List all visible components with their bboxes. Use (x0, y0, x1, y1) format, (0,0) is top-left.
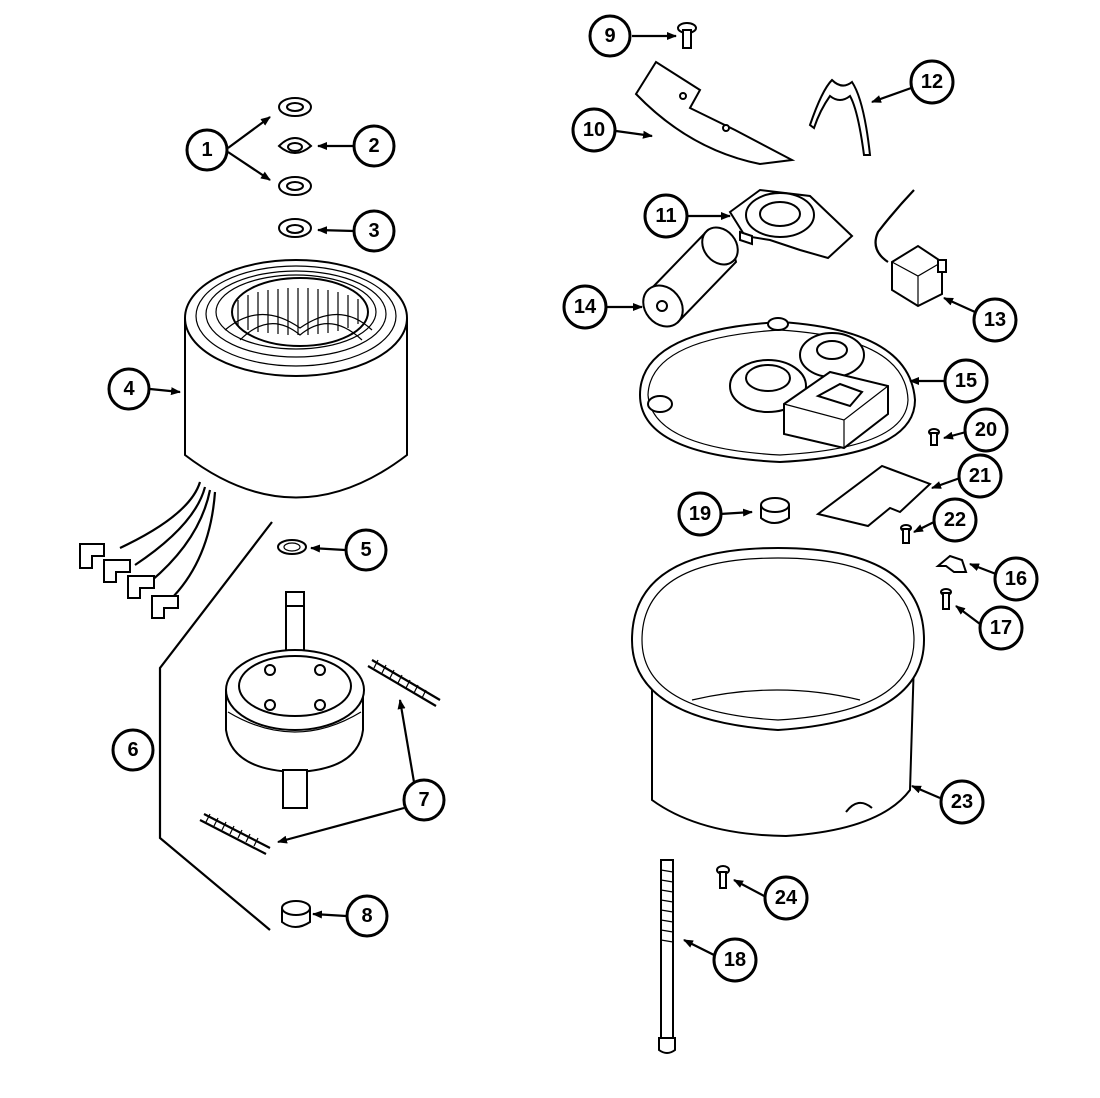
callout-label: 3 (368, 220, 379, 242)
callout-label: 16 (1005, 568, 1027, 590)
callout-11: 11 (643, 193, 689, 239)
callout-label: 12 (921, 71, 943, 93)
callout-label: 7 (418, 789, 429, 811)
retaining-ring-part (277, 539, 307, 555)
group-bracket-line (158, 521, 273, 931)
clip-part (808, 78, 872, 156)
spring-part (199, 813, 271, 855)
callout-8: 8 (345, 894, 389, 938)
callout-label: 6 (127, 739, 138, 761)
screw-part (928, 428, 940, 446)
callout-label: 4 (123, 378, 135, 400)
washer-part (278, 97, 312, 117)
callout-label: 9 (604, 25, 615, 47)
through-bolt-part (658, 859, 676, 1054)
callout-2: 2 (352, 124, 396, 168)
callout-23: 23 (939, 779, 985, 825)
callout-17: 17 (978, 605, 1024, 651)
callout-6: 6 (111, 728, 155, 772)
callout-label: 23 (951, 791, 973, 813)
callout-label: 14 (574, 296, 597, 318)
callout-label: 22 (944, 509, 966, 531)
callout-label: 20 (975, 419, 997, 441)
callout-20: 20 (963, 407, 1009, 453)
callout-19: 19 (677, 491, 723, 537)
shield-part (634, 60, 796, 166)
callout-label: 24 (775, 887, 798, 909)
callout-4: 4 (107, 367, 151, 411)
screw-part (900, 524, 912, 544)
callout-label: 10 (583, 119, 605, 141)
callout-label: 11 (655, 205, 676, 227)
callout-10: 10 (571, 107, 617, 153)
callout-15: 15 (943, 358, 989, 404)
stator-part (79, 259, 408, 619)
callout-label: 21 (969, 465, 991, 487)
centrifugal-switch-part (728, 188, 854, 260)
wire-clip-part (935, 554, 968, 573)
thrust-washer-part (277, 137, 313, 154)
end-bell-part (638, 317, 917, 464)
callout-label: 19 (689, 503, 711, 525)
bearing-cap-part (281, 900, 311, 928)
callout-label: 5 (360, 539, 371, 561)
leader-lines (149, 32, 997, 956)
bearing-washer-part (278, 218, 312, 238)
callout-label: 2 (368, 135, 379, 157)
callout-24: 24 (763, 875, 809, 921)
callout-label: 17 (990, 617, 1012, 639)
callout-1: 1 (185, 128, 229, 172)
motor-housing-part (630, 546, 926, 838)
callout-18: 18 (712, 937, 758, 983)
callout-16: 16 (993, 556, 1039, 602)
callout-12: 12 (909, 59, 955, 105)
callout-13: 13 (972, 297, 1018, 343)
callout-22: 22 (932, 497, 978, 543)
callout-label: 13 (984, 309, 1006, 331)
bushing-part (760, 497, 790, 524)
callout-9: 9 (588, 14, 632, 58)
callout-3: 3 (352, 209, 396, 253)
callout-7: 7 (402, 778, 446, 822)
callout-label: 15 (955, 370, 977, 392)
callout-label: 18 (724, 949, 746, 971)
spring-part (367, 659, 441, 707)
washer-part (278, 176, 312, 196)
callout-label: 8 (361, 905, 372, 927)
screw-part (940, 588, 952, 610)
screw-part (716, 865, 730, 889)
thermal-protector-part (874, 189, 947, 308)
rotor-part (225, 591, 365, 809)
callout-14: 14 (562, 284, 608, 330)
callout-label: 1 (201, 139, 212, 161)
callout-5: 5 (344, 528, 388, 572)
callout-21: 21 (957, 453, 1003, 499)
capacitor-part (642, 226, 739, 328)
screw-part (677, 22, 697, 49)
insulator-plate-part (815, 464, 932, 528)
